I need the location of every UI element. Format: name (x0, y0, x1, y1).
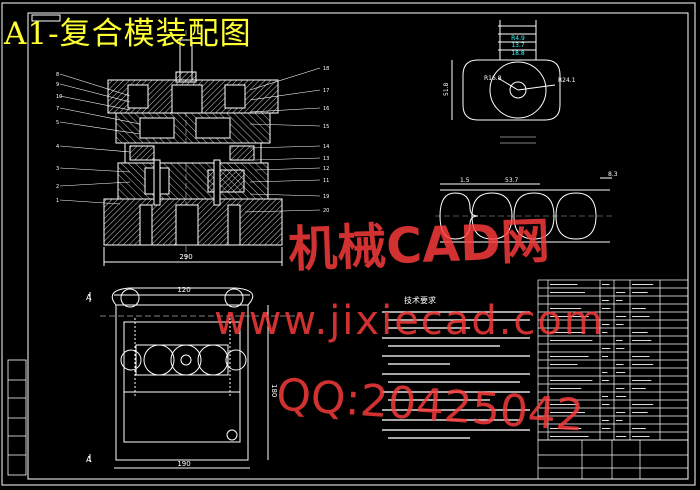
svg-text:12: 12 (323, 166, 329, 172)
svg-text:16: 16 (323, 106, 329, 112)
left-edge-title-strip (7, 359, 27, 476)
svg-text:9: 9 (56, 82, 59, 88)
strip-dim-2: 53.7 (505, 177, 519, 184)
svg-text:7: 7 (56, 106, 59, 112)
svg-text:19: 19 (323, 194, 329, 200)
technical-requirements-text-lines (382, 311, 530, 439)
svg-text:1: 1 (56, 198, 59, 204)
blank-dim-5: R16.8 (484, 75, 502, 82)
blank-part-view (451, 20, 561, 121)
blank-dim-1: R4.9 (511, 35, 525, 42)
svg-text:3: 3 (56, 166, 59, 172)
front-view-part-numbers-left: 8 9 10 7 5 4 3 2 1 (56, 72, 62, 204)
watermark-url: www.jixiecad.com (214, 298, 605, 344)
blank-dim-3: 18.8 (511, 50, 525, 57)
section-label-bottom: A (86, 455, 92, 464)
svg-text:18: 18 (323, 66, 329, 72)
front-view-part-numbers-right: 18 17 16 15 14 13 12 11 19 20 (323, 66, 329, 214)
section-label-top: A (86, 293, 92, 302)
blank-dim-2: 13.7 (511, 42, 525, 49)
watermark-site-name: 机械CAD网 (287, 212, 551, 279)
front-view-leaders-left (59, 73, 141, 205)
svg-text:8: 8 (56, 72, 59, 78)
svg-text:20: 20 (323, 208, 329, 214)
svg-text:4: 4 (56, 144, 59, 150)
blank-dim-6: 51.8 (443, 82, 450, 96)
top-width-top-dimension: 120 (177, 286, 190, 294)
blank-view-caption (500, 136, 536, 144)
strip-layout-view (435, 177, 615, 243)
drawing-title: A1-复合模装配图 (4, 16, 252, 52)
blank-dim-4: R24.1 (558, 77, 576, 84)
svg-text:13: 13 (323, 156, 329, 162)
svg-text:11: 11 (323, 178, 329, 184)
svg-text:17: 17 (323, 88, 329, 94)
parts-list-cell-text (550, 284, 654, 437)
svg-text:2: 2 (56, 184, 59, 190)
front-width-dimension: 290 (179, 253, 192, 261)
top-height-dimension: 180 (270, 384, 278, 397)
technical-requirements-title: 技术要求 (404, 295, 436, 305)
strip-dim-3: 8.3 (608, 171, 618, 178)
title-block (537, 439, 689, 480)
top-width-bottom-dimension: 190 (177, 460, 190, 468)
svg-text:15: 15 (323, 124, 329, 130)
svg-text:14: 14 (323, 144, 329, 150)
top-plan-view (89, 287, 300, 469)
svg-text:5: 5 (56, 120, 59, 126)
strip-dim-1: 1.5 (460, 177, 470, 184)
front-view-leaders-right (244, 67, 321, 213)
front-section-view (103, 30, 283, 266)
svg-text:10: 10 (56, 94, 62, 100)
